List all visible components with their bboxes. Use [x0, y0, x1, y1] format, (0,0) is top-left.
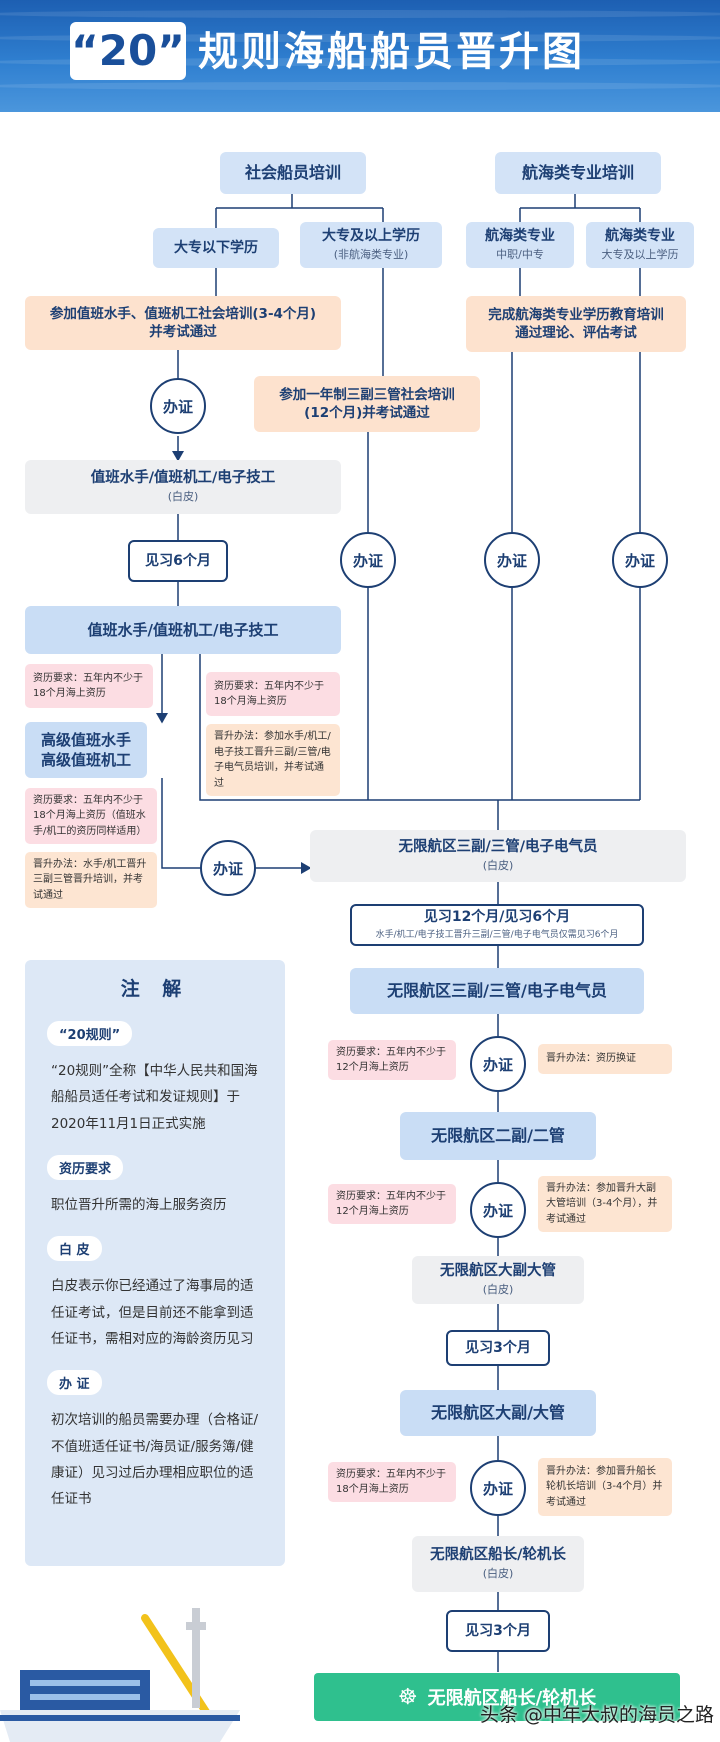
notes-panel: 注 解 “20规则” “20规则”全称【中华人民共和国海船船员适任考试和发证规则…	[25, 960, 285, 1566]
certificate-circle-4: 办证	[612, 532, 668, 588]
watch-box: 值班水手/值班机工/电子技工	[25, 606, 341, 654]
second-officer-box: 无限航区二副/二管	[400, 1112, 596, 1160]
certificate-circle-2: 办证	[340, 532, 396, 588]
note-seniority-6: 资历要求：五年内不少于18个月海上资历	[328, 1462, 456, 1502]
intern-3-months-box-b: 见习3个月	[446, 1610, 550, 1652]
notes-tag-rules: “20规则”	[47, 1021, 133, 1046]
notes-text-rules: “20规则”全称【中华人民共和国海船船员适任考试和发证规则】于2020年11月1…	[51, 1063, 258, 1132]
captain-white-box: 无限航区船长/轮机长(白皮)	[412, 1536, 584, 1592]
senior-watch-box: 高级值班水手高级值班机工	[25, 722, 147, 778]
note-seniority-3: 资历要求：五年内不少于18个月海上资历（值班水手/机工的资历同样适用）	[25, 788, 157, 844]
header-banner: “20” 规则海船船员晋升图	[0, 0, 720, 112]
nautical-major-college-box: 航海类专业大专及以上学历	[586, 222, 694, 268]
certificate-circle-7: 办证	[470, 1182, 526, 1238]
third-officer-white-box: 无限航区三副/三管/电子电气员(白皮)	[310, 830, 686, 882]
note-promotion-5: 晋升办法：参加晋升船长轮机长培训（3-4个月）并考试通过	[538, 1458, 672, 1516]
page-title: 规则海船船员晋升图	[198, 29, 585, 75]
below-college-box: 大专以下学历	[153, 228, 279, 268]
notes-text-white: 白皮表示你已经通过了海事局的适任证考试，但是目前还不能拿到适任证书，需相对应的海…	[51, 1278, 254, 1347]
intern-3-months-box-a: 见习3个月	[446, 1330, 550, 1366]
third-officer-box: 无限航区三副/三管/电子电气员	[350, 968, 644, 1014]
notes-text-certificate: 初次培训的船员需要办理（合格证/不值班适任证书/海员证/服务簿/健康证）见习过后…	[51, 1412, 259, 1508]
captain-final-box: ☸ 无限航区船长/轮机长	[314, 1673, 680, 1721]
notes-tag-seniority: 资历要求	[47, 1154, 124, 1180]
certificate-circle-3: 办证	[484, 532, 540, 588]
nautical-major-secondary-box: 航海类专业中职/中专	[466, 222, 574, 268]
notes-text-seniority: 职位晋升所需的海上服务资历	[51, 1196, 227, 1213]
intern-12-months-box: 见习12个月/见习6个月水手/机工/电子技工晋升三副/三管/电子电气员仅需见习6…	[350, 904, 644, 946]
note-promotion-4: 晋升办法：参加晋升大副大管培训（3-4个月），并考试通过	[538, 1176, 672, 1232]
watermark: 头条 @中年大叔的海员之路	[480, 1704, 715, 1726]
note-promotion-1: 晋升办法：参加水手/机工/电子技工晋升三副/三管/电子电气员培训，并考试通过	[206, 724, 340, 796]
watch-training-box: 参加值班水手、值班机工社会培训(3-4个月)并考试通过	[25, 296, 341, 350]
chief-officer-box: 无限航区大副/大管	[400, 1390, 596, 1436]
social-training-box: 社会船员培训	[220, 152, 366, 194]
note-seniority-5: 资历要求：五年内不少于12个月海上资历	[328, 1184, 456, 1224]
certificate-circle-1: 办证	[150, 378, 206, 434]
certificate-circle-5: 办证	[200, 840, 256, 896]
nautical-education-box: 完成航海类专业学历教育培训通过理论、评估考试	[466, 296, 686, 352]
note-seniority-1: 资历要求：五年内不少于18个月海上资历	[25, 664, 153, 708]
note-seniority-2: 资历要求：五年内不少于18个月海上资历	[206, 672, 340, 716]
college-above-box: 大专及以上学历(非航海类专业)	[300, 222, 442, 268]
certificate-circle-8: 办证	[470, 1460, 526, 1516]
ship-wheel-icon: ☸	[397, 1684, 418, 1710]
note-promotion-2: 晋升办法：水手/机工晋升三副三管晋升培训，并考试通过	[25, 852, 157, 908]
one-year-training-box: 参加一年制三副三管社会培训(12个月)并考试通过	[254, 376, 480, 432]
nautical-training-box: 航海类专业培训	[495, 152, 661, 194]
notes-title: 注 解	[120, 978, 190, 1000]
intern-6-months-box: 见习6个月	[128, 540, 228, 582]
certificate-circle-6: 办证	[470, 1036, 526, 1092]
ship-illustration	[0, 1608, 240, 1742]
notes-tag-white: 白 皮	[47, 1236, 102, 1262]
note-seniority-4: 资历要求：五年内不少于12个月海上资历	[328, 1040, 456, 1080]
notes-tag-certificate: 办 证	[47, 1370, 102, 1396]
watch-white-box: 值班水手/值班机工/电子技工(白皮)	[25, 460, 341, 514]
header-badge: “20”	[70, 22, 186, 80]
note-promotion-3: 晋升办法：资历换证	[538, 1044, 672, 1074]
chief-officer-white-box: 无限航区大副大管(白皮)	[412, 1256, 584, 1304]
